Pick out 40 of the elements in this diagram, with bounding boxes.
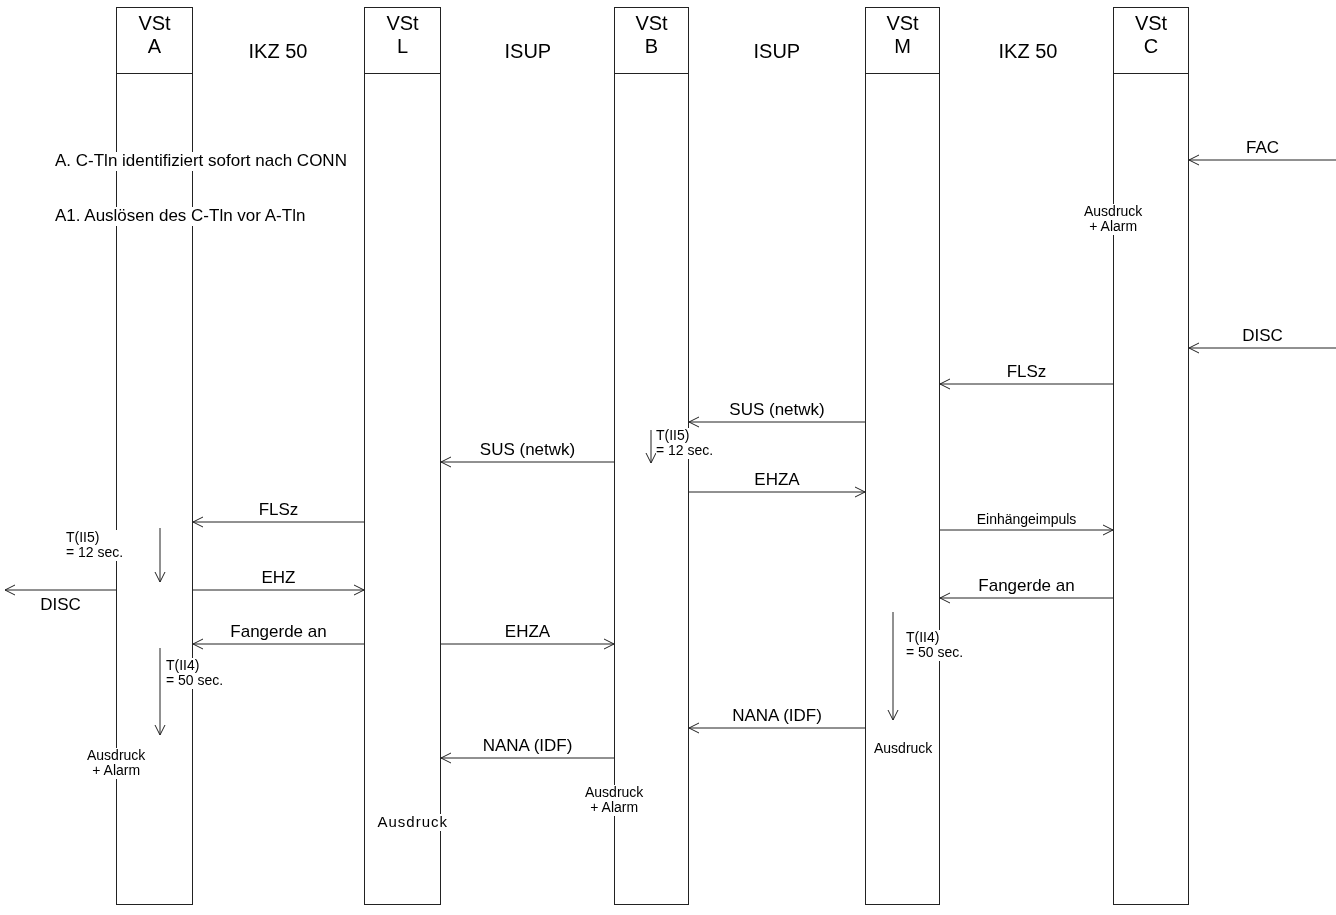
- message-arrow: [4, 584, 117, 596]
- message-label: EHZ: [259, 569, 298, 586]
- action-note: Ausdruck + Alarm: [87, 748, 146, 779]
- timer-label: T(II5) = 12 sec.: [66, 530, 124, 561]
- message-arrow: [688, 722, 866, 734]
- message-arrow: [1188, 342, 1336, 354]
- scenario-note: A1. Auslösen des C-Tln vor A-Tln: [55, 207, 306, 226]
- message-arrow: [939, 378, 1114, 390]
- message-label: SUS (netwk): [727, 401, 827, 418]
- timer-label: T(II5) = 12 sec.: [656, 428, 714, 459]
- message-label: Fangerde an: [228, 623, 329, 640]
- action-note: Ausdruck + Alarm: [585, 785, 644, 816]
- scenario-note: A. C-Tln identifiziert sofort nach CONN: [55, 152, 347, 171]
- message-label: SUS (netwk): [477, 441, 578, 458]
- message-label: Fangerde an: [976, 577, 1077, 594]
- message-label: EHZA: [752, 471, 802, 488]
- station-header: VSt L: [365, 8, 440, 74]
- station-header: VSt M: [866, 8, 939, 74]
- message-arrow: [939, 524, 1114, 536]
- message-label: Einhängeimpuls: [974, 512, 1079, 526]
- station-header: VSt C: [1114, 8, 1188, 74]
- message-label: NANA (IDF): [730, 707, 824, 724]
- message-arrow: [440, 638, 615, 650]
- message-arrow: [440, 456, 615, 468]
- message-arrow: [440, 752, 615, 764]
- message-arrow: [688, 486, 866, 498]
- message-arrow: [688, 416, 866, 428]
- action-note: Ausdruck: [377, 814, 449, 831]
- message-arrow: [192, 584, 365, 596]
- message-arrow: [192, 638, 365, 650]
- message-label: DISC: [38, 596, 83, 613]
- message-label: DISC: [1240, 327, 1285, 344]
- station-header: VSt B: [615, 8, 688, 74]
- timer-label: T(II4) = 50 sec.: [166, 658, 224, 689]
- message-arrow: [939, 592, 1114, 604]
- action-note: Ausdruck + Alarm: [1084, 204, 1143, 235]
- station-header: VSt A: [117, 8, 192, 74]
- message-arrow: [1188, 154, 1336, 166]
- timer-label: T(II4) = 50 sec.: [906, 630, 964, 661]
- message-arrow: [192, 516, 365, 528]
